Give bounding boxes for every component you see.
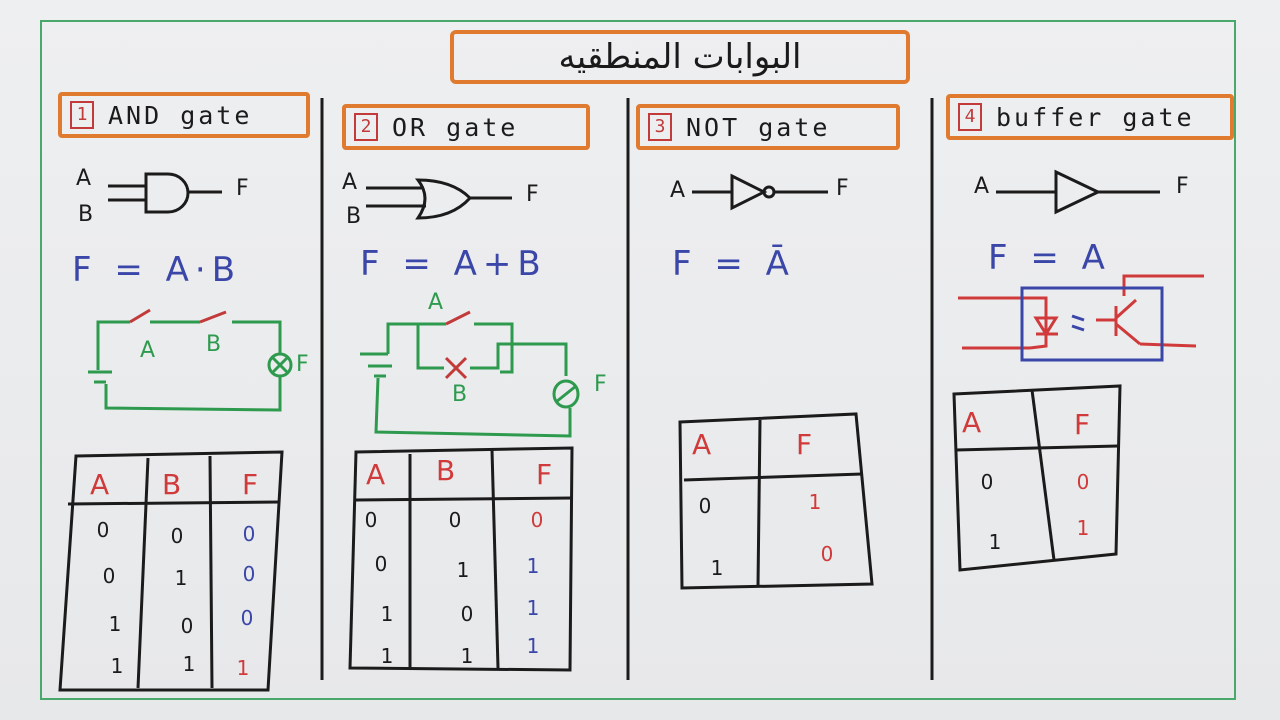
- table-header: A: [692, 428, 712, 461]
- table-cell: 0: [460, 602, 474, 626]
- table-cell: 1: [526, 634, 540, 658]
- optocoupler-drawing: [958, 274, 1204, 362]
- gate-header-or: 2 OR gate: [342, 104, 590, 150]
- table-cell: 0: [242, 522, 256, 546]
- gate-name: NOT gate: [686, 112, 831, 142]
- not-gate-symbol: [692, 173, 828, 211]
- gate-header-not: 3 NOT gate: [636, 104, 900, 150]
- input-label: B: [78, 202, 94, 227]
- board-frame: [40, 20, 1236, 700]
- table-header: F: [796, 428, 813, 461]
- table-cell: 1: [460, 644, 474, 668]
- and-circuit: [88, 308, 293, 412]
- title-box: البوابات المنطقيه: [450, 30, 910, 84]
- gate-number: 3: [648, 113, 672, 141]
- gate-name: OR gate: [392, 112, 519, 142]
- output-label: F: [236, 176, 249, 201]
- table-header: F: [242, 468, 259, 501]
- table-cell: 0: [820, 542, 834, 566]
- table-cell: 1: [380, 602, 394, 626]
- table-header: B: [436, 454, 456, 487]
- switch-label: A: [140, 338, 156, 363]
- input-label: A: [670, 178, 686, 203]
- gate-number: 4: [958, 103, 982, 131]
- output-label: F: [526, 182, 539, 207]
- switch-label: B: [452, 382, 468, 407]
- page-title: البوابات المنطقيه: [558, 37, 802, 77]
- table-cell: 1: [808, 490, 822, 514]
- table-cell: 1: [110, 654, 124, 678]
- table-cell: 1: [526, 554, 540, 578]
- gate-header-and: 1 AND gate: [58, 92, 310, 138]
- table-cell: 0: [980, 470, 994, 494]
- boolean-equation: F = A: [988, 238, 1111, 278]
- and-truth-table-grid: [58, 450, 284, 692]
- gate-number: 2: [354, 113, 378, 141]
- table-header: A: [962, 406, 982, 439]
- input-label: A: [974, 174, 990, 199]
- table-cell: 1: [108, 612, 122, 636]
- table-cell: 0: [530, 508, 544, 532]
- table-cell: 1: [236, 656, 250, 680]
- table-cell: 0: [374, 552, 388, 576]
- lamp-label: F: [594, 372, 607, 397]
- table-cell: 0: [364, 508, 378, 532]
- table-header: F: [536, 458, 553, 491]
- or-circuit: [360, 310, 580, 438]
- table-cell: 0: [698, 494, 712, 518]
- table-cell: 0: [242, 562, 256, 586]
- table-cell: 0: [180, 614, 194, 638]
- table-cell: 1: [1076, 516, 1090, 540]
- table-cell: 1: [380, 644, 394, 668]
- boolean-equation: F = Ā: [672, 244, 795, 284]
- gate-name: buffer gate: [996, 102, 1195, 132]
- table-cell: 1: [174, 566, 188, 590]
- table-cell: 1: [526, 596, 540, 620]
- table-cell: 0: [170, 524, 184, 548]
- or-truth-table-grid: [348, 446, 574, 672]
- table-cell: 0: [1076, 470, 1090, 494]
- gate-header-buffer: 4 buffer gate: [946, 94, 1234, 140]
- table-header: F: [1074, 408, 1091, 441]
- table-header: B: [162, 468, 182, 501]
- buffer-gate-symbol: [996, 169, 1160, 215]
- buffer-truth-table-grid: [952, 384, 1122, 572]
- table-cell: 1: [710, 556, 724, 580]
- table-cell: 1: [182, 652, 196, 676]
- table-cell: 0: [96, 518, 110, 542]
- gate-number: 1: [70, 101, 94, 129]
- gate-name: AND gate: [108, 100, 253, 130]
- table-header: A: [90, 468, 110, 501]
- input-label: B: [346, 204, 362, 229]
- lamp-label: F: [296, 352, 309, 377]
- switch-label: B: [206, 332, 222, 357]
- input-label: A: [342, 170, 358, 195]
- input-label: A: [76, 166, 92, 191]
- or-gate-symbol: [366, 178, 512, 220]
- table-header: A: [366, 458, 386, 491]
- table-cell: 0: [448, 508, 462, 532]
- table-cell: 1: [988, 530, 1002, 554]
- boolean-equation: F = A·B: [72, 250, 242, 290]
- output-label: F: [1176, 174, 1189, 199]
- and-gate-symbol: [108, 172, 222, 214]
- table-cell: 1: [456, 558, 470, 582]
- boolean-equation: F = A+B: [360, 244, 547, 284]
- switch-label: A: [428, 290, 444, 315]
- not-truth-table-grid: [678, 412, 874, 590]
- output-label: F: [836, 176, 849, 201]
- table-cell: 0: [102, 564, 116, 588]
- table-cell: 0: [240, 606, 254, 630]
